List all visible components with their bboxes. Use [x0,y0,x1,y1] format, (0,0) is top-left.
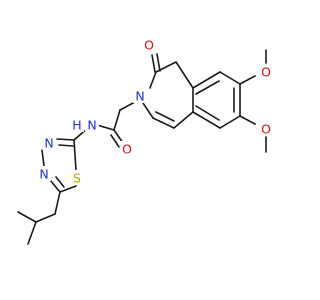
bond [239,75,256,85]
bond [17,211,37,223]
bond [73,139,77,171]
bond [119,101,136,111]
bond [192,71,221,89]
bond [113,129,124,144]
bond [149,71,157,89]
bond [156,53,161,72]
bond [192,111,221,129]
bond [239,115,256,125]
methoxy-top-oxygen-label: O [261,65,271,80]
bonds [17,49,267,245]
bond [27,221,37,245]
thiadiazole-nitrogen-label-2: N [39,167,48,182]
bond [56,138,75,141]
bond [113,109,121,131]
thiadiazole-nitrogen-atom-1: N [42,135,56,151]
bond [151,54,156,73]
thiadiazole-nitrogen-atom-2: N [37,166,51,182]
bond [219,71,241,85]
methoxy-bottom-oxygen-label: O [261,122,271,137]
azepine-nitrogen-atom: N [133,88,147,104]
amide-hydrogen-label: H [72,118,81,133]
amide-oxygen-atom: O [120,141,134,157]
bond [59,185,77,193]
thiadiazole-sulfur-label: S [73,171,81,186]
thiadiazole-sulfur-atom: S [70,170,84,186]
bond [54,191,61,215]
bond [219,115,241,129]
bond [58,144,74,147]
methoxy-bottom-oxygen-atom: O [259,121,273,137]
molecule-structure-diagram: O N O O O N H [17,37,273,245]
bond [96,124,115,131]
bond [195,80,220,95]
bond [173,111,194,129]
methoxy-top-oxygen-atom: O [259,64,273,80]
bond [175,61,194,89]
bond [155,111,175,122]
bond [195,105,220,121]
thiadiazole-nitrogen-label-1: N [44,136,53,151]
amide-nitrogen-label: N [87,118,96,133]
bond [35,213,56,223]
amide-nitrogen-atom: N H [71,117,99,133]
atom-labels: O N O O O N H [37,37,273,186]
ring-oxygen-atom: O [143,37,156,53]
bond [41,149,45,167]
bond [49,179,61,193]
ring-oxygen-label: O [144,38,154,53]
amide-oxygen-label: O [122,142,132,157]
bond [55,176,65,188]
azepine-nitrogen-label: N [135,89,144,104]
bond [142,102,154,119]
bond [152,117,175,129]
bond [110,134,120,148]
